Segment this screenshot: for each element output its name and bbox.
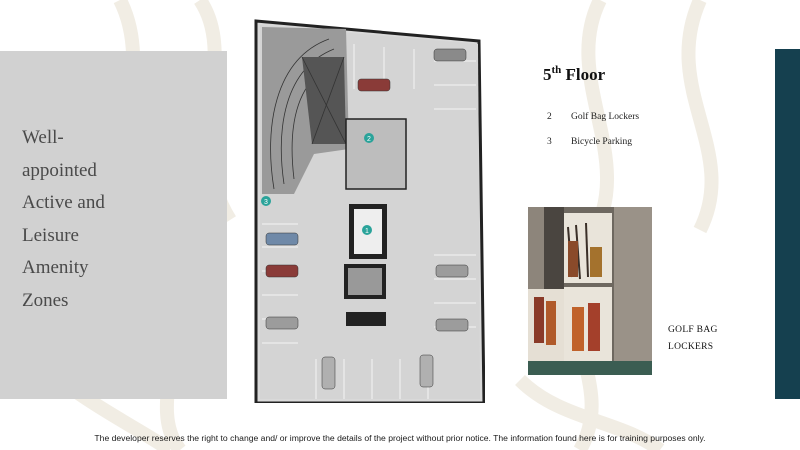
caption-line: LOCKERS: [668, 342, 714, 352]
section-heading: Well- appointed Active and Leisure Ameni…: [22, 122, 212, 317]
heading-line: Amenity: [22, 257, 89, 278]
golf-locker-photo: [528, 207, 652, 375]
svg-text:2: 2: [367, 136, 371, 143]
floor-plan: 1 2 3: [254, 19, 485, 403]
heading-panel: [0, 51, 227, 399]
heading-line: Well-: [22, 127, 64, 148]
heading-line: Zones: [22, 289, 69, 311]
legend-label: Golf Bag Lockers: [571, 112, 640, 122]
heading-line: Active and: [22, 192, 105, 213]
photo-caption: GOLF BAG LOCKERS: [668, 322, 718, 356]
legend-number: 2: [547, 112, 552, 122]
legend-item: 2 Golf Bag Lockers: [547, 112, 639, 137]
svg-text:1: 1: [365, 228, 369, 235]
caption-line: GOLF BAG: [668, 325, 718, 335]
disclaimer-footer: The developer reserves the right to chan…: [94, 433, 706, 443]
legend-item: 3 Bicycle Parking: [547, 137, 639, 162]
legend-list: 2 Golf Bag Lockers 3 Bicycle Parking: [547, 112, 639, 162]
legend-label: Bicycle Parking: [571, 137, 632, 147]
heading-line: appointed: [22, 159, 97, 181]
accent-bar: [775, 49, 800, 399]
marker-1: 1: [362, 225, 372, 235]
legend-number: 3: [547, 137, 552, 147]
marker-2: 2: [364, 133, 374, 143]
floor-title: 5th Floor: [543, 64, 606, 84]
heading-line: Leisure: [22, 224, 79, 246]
marker-3: 3: [261, 196, 271, 206]
svg-text:3: 3: [264, 199, 268, 206]
